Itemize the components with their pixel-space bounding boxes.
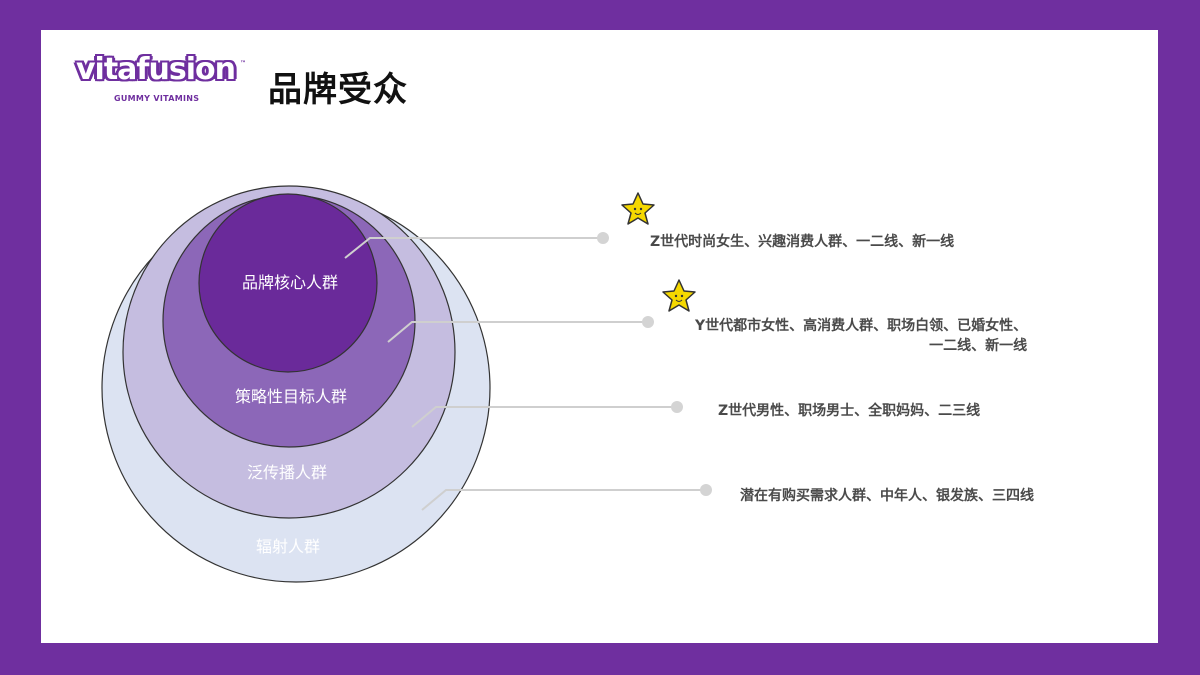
audience-description-strategic: Y世代都市女性、高消费人群、职场白领、已婚女性、 一二线、新一线: [695, 316, 1027, 356]
logo-trademark: ™: [240, 60, 246, 67]
ring-label-core: 品牌核心人群: [242, 273, 338, 292]
connector-dot-4: [700, 484, 712, 496]
ring-label-radiate: 辐射人群: [256, 537, 320, 556]
connector-dot-3: [671, 401, 683, 413]
logo-wordmark: vitafusion: [76, 52, 236, 87]
audience-description-broad: Z世代男性、职场男士、全职妈妈、二三线: [718, 403, 981, 419]
star-icon: [662, 279, 696, 312]
connector-line-3: [411, 406, 677, 428]
connector-dot-1: [597, 232, 609, 244]
connector-line-4: [421, 489, 706, 511]
ring-label-broad: 泛传播人群: [247, 463, 327, 482]
star-icon: [621, 192, 655, 225]
connector-line-1: [344, 237, 603, 259]
vitafusion-logo: vitafusion ™ GUMMY VITAMINS: [76, 52, 246, 108]
connector-dot-2: [642, 316, 654, 328]
connector-line-2: [387, 321, 648, 343]
audience-description-core: Z世代时尚女生、兴趣消费人群、一二线、新一线: [650, 234, 955, 250]
logo-subtitle: GUMMY VITAMINS: [114, 94, 200, 103]
audience-description-strategic-line1: Y世代都市女性、高消费人群、职场白领、已婚女性、: [695, 318, 1028, 334]
audience-description-strategic-line2: 一二线、新一线: [929, 338, 1028, 354]
page-title: 品牌受众: [268, 70, 408, 110]
ring-core: [198, 193, 378, 373]
ring-label-strategic: 策略性目标人群: [235, 387, 347, 406]
audience-description-radiate: 潜在有购买需求人群、中年人、银发族、三四线: [740, 488, 1034, 504]
